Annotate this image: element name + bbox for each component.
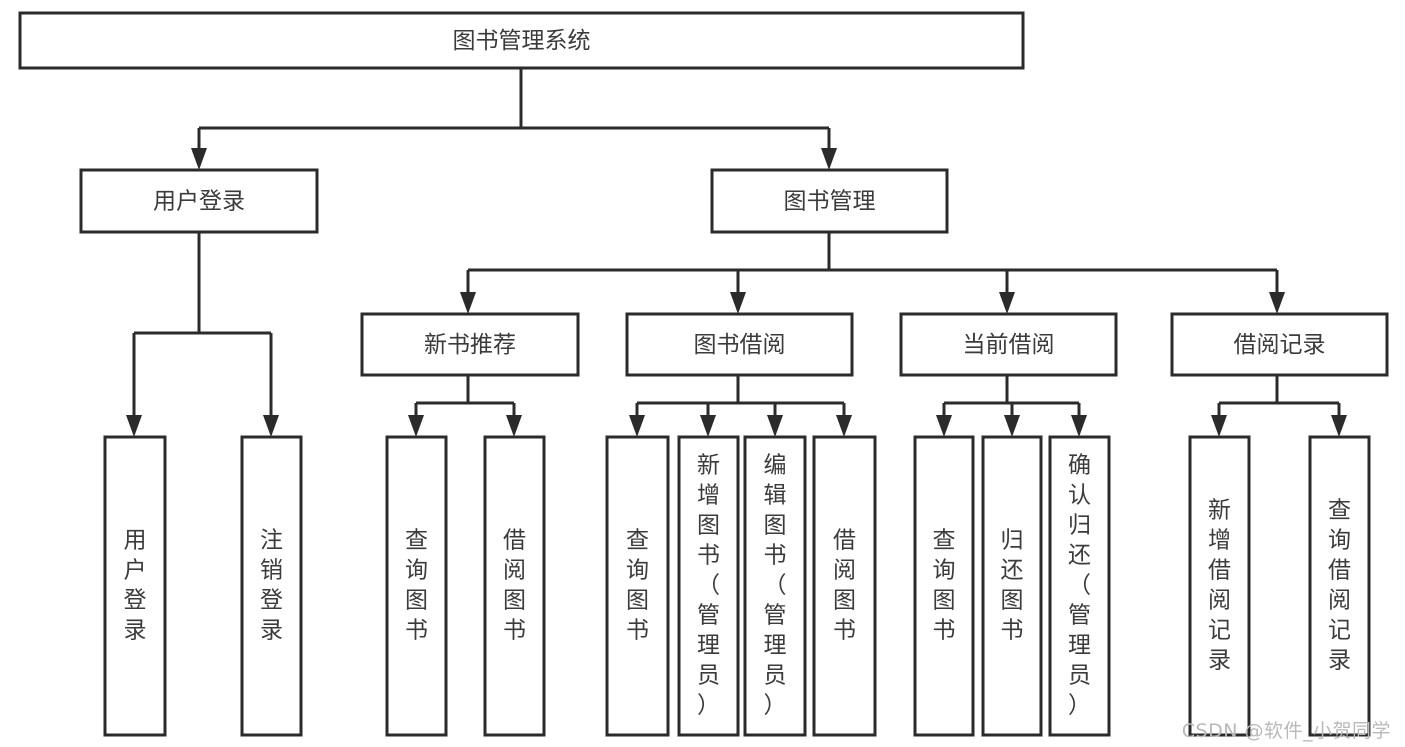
node-label-leaf-borrow-book: 借阅图书 [833,528,856,644]
nodes-layer: 图书管理系统用户登录图书管理新书推荐图书借阅当前借阅借阅记录用户登录注销登录查询… [18,11,1389,737]
node-label-leaf-query-book-current: 查询图书 [933,528,956,644]
node-leaf-leaf-query-book-current[interactable]: 查询图书 [913,435,975,737]
node-rect-leaf-return-book[interactable] [981,435,1043,737]
node-rect-current-borrow[interactable] [899,312,1118,377]
node-label-leaf-user-login: 用户登录 [124,528,147,644]
node-leaf-leaf-query-book-rec[interactable]: 查询图书 [385,435,448,737]
node-leaf-leaf-confirm-return-admin[interactable]: 确认归还（管理员） [1048,435,1111,737]
node-root-root[interactable]: 图书管理系统 [18,11,1025,70]
node-rect-leaf-add-borrow-record[interactable] [1188,435,1251,737]
connector-drop-arrow [1004,403,1020,437]
node-rect-leaf-borrow-book-rec[interactable] [483,435,546,737]
connector-drop-arrow [1211,403,1227,437]
node-rect-book-manage[interactable] [710,168,949,234]
node-label-borrow-record: 借阅记录 [1234,332,1326,358]
node-rect-leaf-confirm-return-admin[interactable] [1048,435,1111,737]
connector-drop-arrow [263,333,279,437]
node-level1-user-login[interactable]: 用户登录 [79,168,319,234]
connector-drop-arrow [821,128,837,170]
node-label-user-login: 用户登录 [153,189,245,215]
node-label-book-borrow: 图书借阅 [694,332,786,358]
node-leaf-leaf-query-book-borrow[interactable]: 查询图书 [605,435,670,737]
connector-drop-arrow [936,403,952,437]
connector-drop-arrow [460,270,476,314]
node-leaf-leaf-borrow-book[interactable]: 借阅图书 [812,435,877,737]
node-label-leaf-query-borrow-record: 查询借阅记录 [1328,498,1351,674]
connectors-layer [126,68,1347,437]
connector-drop-arrow [836,403,852,437]
node-label-leaf-query-book-rec: 查询图书 [405,528,428,644]
node-rect-new-book-recommend[interactable] [360,312,580,377]
node-rect-leaf-query-borrow-record[interactable] [1308,435,1371,737]
node-label-leaf-add-book-admin: 新增图书（管理员） [697,453,720,719]
node-label-leaf-query-book-borrow: 查询图书 [626,528,649,644]
connector-drop-arrow [730,270,746,314]
node-label-leaf-return-book: 归还图书 [1001,528,1024,644]
node-label-leaf-confirm-return-admin: 确认归还（管理员） [1068,453,1091,719]
node-rect-leaf-logout[interactable] [240,435,303,737]
connector-drop-arrow [126,333,142,437]
node-rect-leaf-user-login[interactable] [103,435,167,737]
node-leaf-leaf-add-borrow-record[interactable]: 新增借阅记录 [1188,435,1251,737]
connector-drop-arrow [999,270,1015,314]
node-leaf-leaf-return-book[interactable]: 归还图书 [981,435,1043,737]
node-rect-leaf-query-book-borrow[interactable] [605,435,670,737]
node-leaf-leaf-borrow-book-rec[interactable]: 借阅图书 [483,435,546,737]
node-rect-user-login[interactable] [79,168,319,234]
connector-drop-arrow [191,128,207,170]
node-level2-book-borrow[interactable]: 图书借阅 [625,312,854,377]
node-label-leaf-borrow-book-rec: 借阅图书 [503,528,526,644]
node-label-current-borrow: 当前借阅 [963,332,1055,358]
node-label-leaf-add-borrow-record: 新增借阅记录 [1208,498,1231,674]
connector-drop-arrow [1071,403,1087,437]
node-rect-leaf-query-book-rec[interactable] [385,435,448,737]
node-label-new-book-recommend: 新书推荐 [424,332,516,358]
node-level1-book-manage[interactable]: 图书管理 [710,168,949,234]
node-label-leaf-edit-book-admin: 编辑图书（管理员） [764,453,787,719]
node-rect-borrow-record[interactable] [1170,312,1389,377]
connector-drop-arrow [408,403,424,437]
node-rect-book-borrow[interactable] [625,312,854,377]
node-rect-leaf-edit-book-admin[interactable] [743,435,807,737]
node-level2-new-book-recommend[interactable]: 新书推荐 [360,312,580,377]
connector-drop-arrow [767,403,783,437]
node-rect-root[interactable] [18,11,1025,70]
node-leaf-leaf-edit-book-admin[interactable]: 编辑图书（管理员） [743,435,807,737]
connector-drop-arrow [1331,403,1347,437]
node-leaf-leaf-user-login[interactable]: 用户登录 [103,435,167,737]
node-level2-current-borrow[interactable]: 当前借阅 [899,312,1118,377]
node-leaf-leaf-logout[interactable]: 注销登录 [240,435,303,737]
node-rect-leaf-query-book-current[interactable] [913,435,975,737]
node-leaf-leaf-query-borrow-record[interactable]: 查询借阅记录 [1308,435,1371,737]
node-label-root: 图书管理系统 [453,28,591,54]
node-leaf-leaf-add-book-admin[interactable]: 新增图书（管理员） [677,435,740,737]
node-label-book-manage: 图书管理 [784,189,876,215]
connector-drop-arrow [700,403,716,437]
connector-drop-arrow [629,403,645,437]
node-rect-leaf-borrow-book[interactable] [812,435,877,737]
connector-drop-arrow [506,403,522,437]
node-label-leaf-logout: 注销登录 [260,528,283,644]
connector-drop-arrow [1269,270,1285,314]
node-level2-borrow-record[interactable]: 借阅记录 [1170,312,1389,377]
node-rect-leaf-add-book-admin[interactable] [677,435,740,737]
